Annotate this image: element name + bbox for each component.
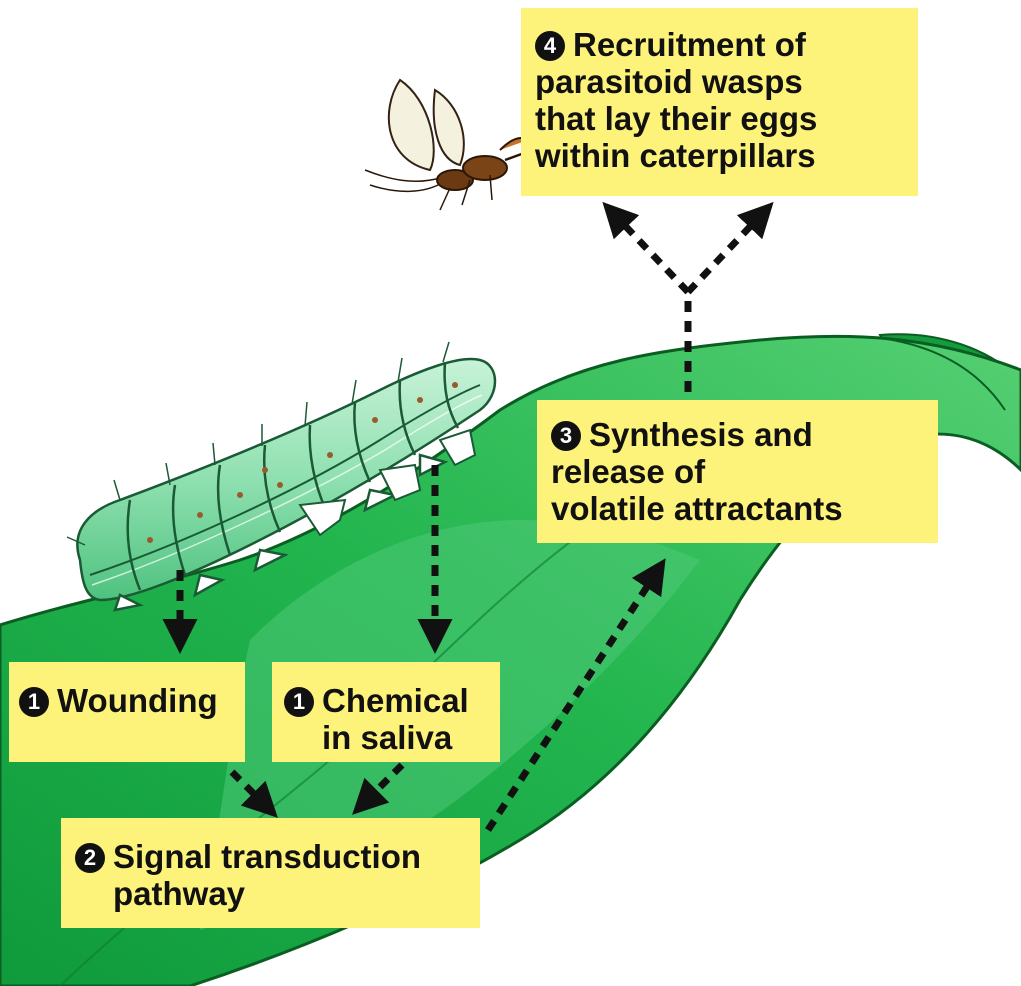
step-number-1: 1 — [19, 687, 49, 717]
step-number-3: 3 — [551, 421, 581, 451]
label-signal-line-2: pathway — [75, 875, 480, 912]
label-wounding: 1 Wounding — [9, 662, 245, 762]
label-wounding-line-1: 1 Wounding — [19, 682, 245, 719]
label-synthesis: 3 Synthesis and release of volatile attra… — [537, 400, 938, 543]
label-text: Chemical — [322, 682, 469, 719]
label-chemical-line-1: 1 Chemical — [284, 682, 500, 719]
label-recruitment-line-1: 4 Recruitment of — [535, 26, 918, 63]
label-synthesis-line-3: volatile attractants — [551, 490, 938, 527]
label-signal-line-1: 2 Signal transduction — [75, 838, 480, 875]
label-recruitment-line-3: that lay their eggs — [535, 100, 918, 137]
step-number-4: 4 — [535, 31, 565, 61]
label-signal-transduction: 2 Signal transduction pathway — [61, 818, 480, 928]
arrow-to-recruitment-left — [612, 212, 688, 292]
label-recruitment-line-2: parasitoid wasps — [535, 63, 918, 100]
label-synthesis-line-2: release of — [551, 453, 938, 490]
step-number-2: 2 — [75, 843, 105, 873]
label-chemical-in-saliva: 1 Chemical in saliva — [272, 662, 500, 762]
label-text: Signal transduction — [113, 838, 421, 875]
label-synthesis-line-1: 3 Synthesis and — [551, 416, 938, 453]
label-text: Wounding — [57, 682, 218, 719]
step-number-1: 1 — [284, 687, 314, 717]
label-chemical-line-2: in saliva — [284, 719, 500, 756]
arrow-to-recruitment-right — [688, 212, 764, 292]
label-text: Synthesis and — [589, 416, 813, 453]
label-text: Recruitment of — [573, 26, 806, 63]
label-recruitment: 4 Recruitment of parasitoid wasps that la… — [521, 8, 918, 196]
label-recruitment-line-4: within caterpillars — [535, 137, 918, 174]
